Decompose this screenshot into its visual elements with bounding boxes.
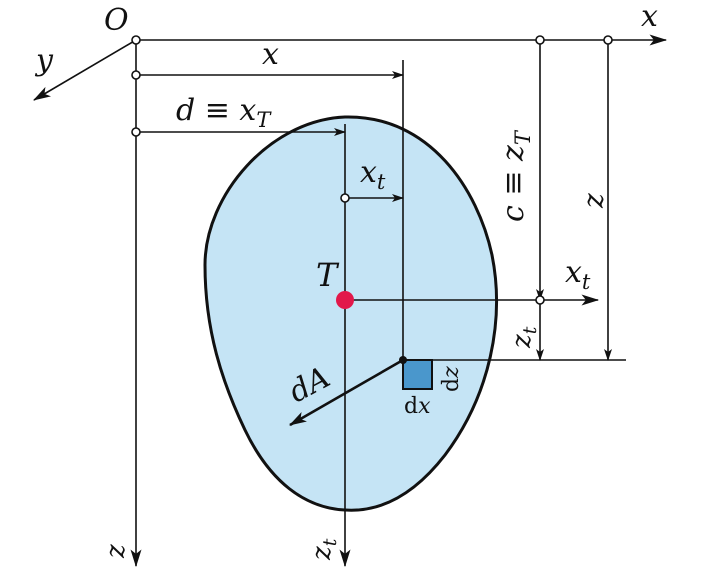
- element-corner-dot: [399, 356, 407, 364]
- cross-section-area: [203, 115, 498, 512]
- area-element: [402, 359, 433, 390]
- node-d-dim: [131, 127, 141, 137]
- label-z-bottom: z: [101, 544, 131, 559]
- label-z-right: z: [577, 193, 610, 209]
- label-xt-top: xt: [360, 155, 386, 194]
- label-dx: dx: [404, 394, 431, 419]
- label-axis-x: x: [641, 0, 658, 34]
- node-c-top: [535, 35, 545, 45]
- label-dim-d: d ≡ xT: [176, 93, 272, 132]
- label-c: c ≡ zT: [496, 129, 535, 222]
- node-z-top: [603, 35, 613, 45]
- label-zt-small: zt: [507, 326, 541, 349]
- label-xt-right: xt: [565, 255, 591, 294]
- label-dim-x: x: [262, 37, 279, 72]
- label-origin: O: [104, 3, 129, 38]
- origin-node: [131, 35, 141, 45]
- global-y-axis: [33, 39, 137, 101]
- label-zt-bottom: zt: [307, 538, 341, 561]
- label-axis-y: y: [34, 43, 54, 78]
- label-dz: dz: [439, 366, 464, 392]
- node-xt-axis: [535, 295, 545, 305]
- centroid-point: [336, 291, 354, 309]
- label-centroid: T: [316, 256, 340, 294]
- dA-arrow: [289, 358, 404, 427]
- node-xt-start: [340, 193, 350, 203]
- node-x-dim: [131, 70, 141, 80]
